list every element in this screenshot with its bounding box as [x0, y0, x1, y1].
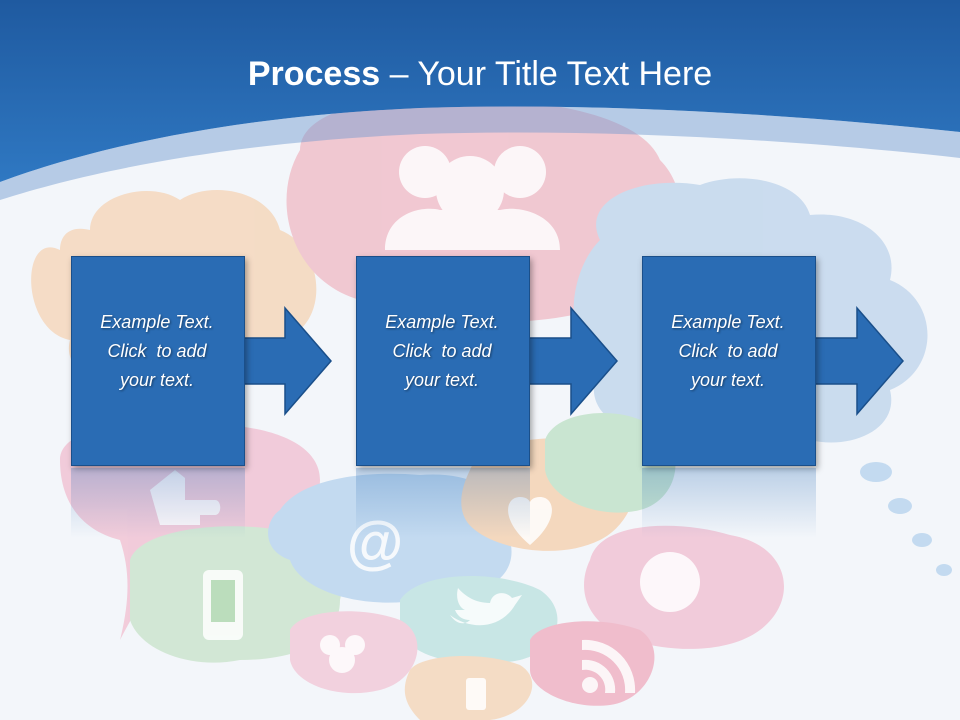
- twitter-bird-icon: [450, 588, 522, 626]
- step-reflection: [71, 468, 245, 538]
- step-text-line: Example Text.: [671, 312, 785, 332]
- step-box: [642, 256, 816, 466]
- group-icon: [320, 635, 365, 673]
- step-text[interactable]: Example Text. Click to add your text.: [642, 308, 814, 395]
- step-reflection: [356, 468, 530, 538]
- title-rest: – Your Title Text Here: [380, 55, 713, 93]
- step-text-line: Click to add: [107, 341, 207, 361]
- bubble-blue-center: [268, 473, 512, 603]
- step-text-line: Example Text.: [100, 312, 214, 332]
- step-text-line: Click to add: [678, 341, 778, 361]
- process-step-2[interactable]: Example Text. Click to add your text.: [356, 256, 530, 466]
- step-text-line: Example Text.: [385, 312, 499, 332]
- step-box: [71, 256, 245, 466]
- thought-dot-1: [860, 462, 892, 482]
- speech-bubble-cluster: [31, 99, 952, 720]
- smartphone-icon: [203, 570, 243, 640]
- step-text[interactable]: Example Text. Click to add your text.: [71, 308, 243, 395]
- step-text-line: Click to add: [392, 341, 492, 361]
- arrow-right-icon: [529, 306, 618, 416]
- svg-text:@: @: [347, 510, 404, 575]
- globe-icon: [640, 552, 700, 612]
- slide-title[interactable]: Process – Your Title Text Here: [0, 52, 960, 96]
- people-icon: [385, 146, 560, 250]
- process-step-3[interactable]: Example Text. Click to add your text.: [642, 256, 816, 466]
- share-icon: [466, 678, 486, 710]
- at-sign-icon: @: [347, 510, 404, 575]
- thumbs-up-icon: [150, 470, 221, 525]
- thought-dot-3: [912, 533, 932, 547]
- rss-icon: [582, 639, 636, 693]
- step-text-line: your text.: [404, 370, 480, 390]
- step-text-line: your text.: [690, 370, 766, 390]
- header-band: [0, 0, 960, 182]
- arrow-right-icon: [815, 306, 904, 416]
- thought-dot-2: [888, 498, 912, 514]
- process-step-1[interactable]: Example Text. Click to add your text.: [71, 256, 245, 466]
- social-icons: @: [150, 146, 700, 710]
- heart-icon: [508, 497, 552, 545]
- step-reflection: [642, 468, 816, 538]
- step-text[interactable]: Example Text. Click to add your text.: [356, 308, 528, 395]
- step-text-line: your text.: [119, 370, 195, 390]
- arrow-right-icon: [243, 306, 332, 416]
- step-box: [356, 256, 530, 466]
- thought-dot-4: [936, 564, 952, 576]
- header-curve-accent: [0, 106, 960, 200]
- title-bold: Process: [247, 55, 381, 93]
